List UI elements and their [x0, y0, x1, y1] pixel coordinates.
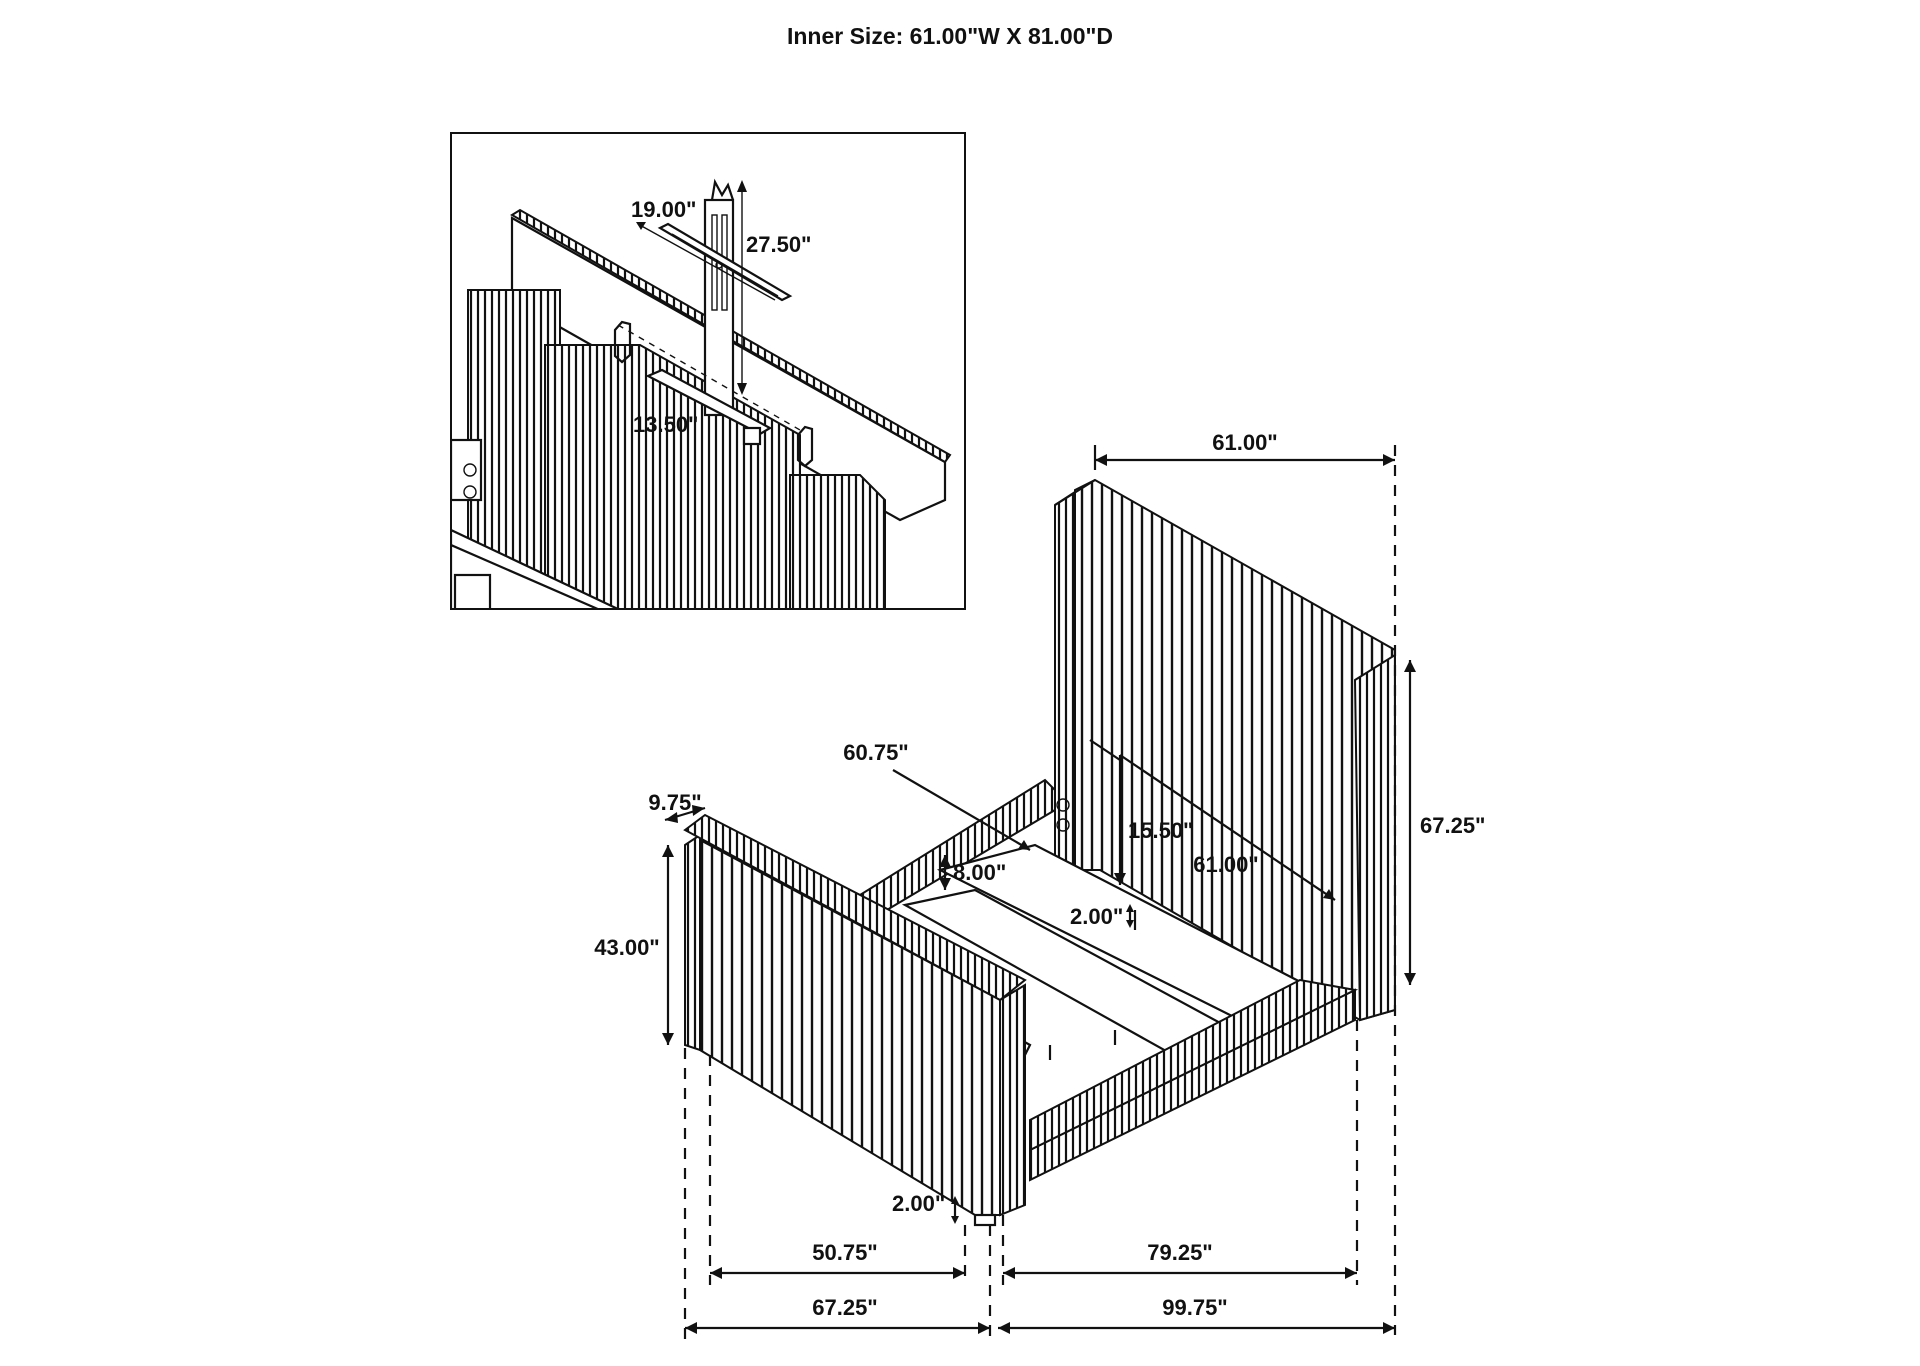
- dim-leg-clearance-center: 2.00": [1070, 904, 1123, 929]
- dim-headboard-top-width: 61.00": [1212, 430, 1277, 455]
- inset-hanger-post: [703, 198, 735, 417]
- inset-right-ribbed-block: [789, 474, 886, 609]
- inset-side-rail: [451, 528, 621, 609]
- dimension-labels: 61.00" 60.75" 9.75" 15.50" 61.00" 8.00" …: [594, 430, 1485, 1320]
- footboard-end-face: [999, 983, 1026, 1217]
- dim-leg-clearance-foot: 2.00": [892, 1191, 945, 1216]
- footboard-leg: [973, 1213, 997, 1227]
- dim-headboard-height: 67.25": [1420, 813, 1485, 838]
- inset-hanger-height-label: 27.50": [746, 232, 811, 257]
- dim-slat-width: 61.00": [1193, 852, 1258, 877]
- dim-footboard-depth: 9.75": [648, 790, 701, 815]
- inset-clip-left: [613, 320, 632, 364]
- dim-rail-length: 60.75": [843, 740, 908, 765]
- dim-footboard-inner-width: 50.75": [812, 1240, 877, 1265]
- footboard-side-face: [684, 833, 701, 1052]
- dim-rail-height: 8.00": [953, 860, 1006, 885]
- inset-bracket: [645, 368, 773, 436]
- dim-footboard-outer-width: 67.25": [812, 1295, 877, 1320]
- dim-footboard-height: 43.00": [594, 935, 659, 960]
- inset-detail-panel: 19.00" 27.50" 13.50": [450, 132, 966, 610]
- dim-slat-drop: 15.50": [1128, 818, 1193, 843]
- inset-clip-right: [796, 425, 814, 468]
- side-rail-top: [1029, 978, 1359, 1152]
- dim-side-inner-length: 79.25": [1147, 1240, 1212, 1265]
- inset-border: [450, 132, 966, 610]
- bed-drawing: [683, 478, 1396, 1227]
- inset-bracket-width-label: 13.50": [633, 412, 698, 437]
- dimension-lines: [662, 445, 1416, 1340]
- headboard-right-wing: [1353, 653, 1396, 1022]
- dim-overall-length: 99.75": [1162, 1295, 1227, 1320]
- inset-hanger-width-label: 19.00": [631, 197, 696, 222]
- page-title: Inner Size: 61.00"W X 81.00"D: [787, 23, 1113, 49]
